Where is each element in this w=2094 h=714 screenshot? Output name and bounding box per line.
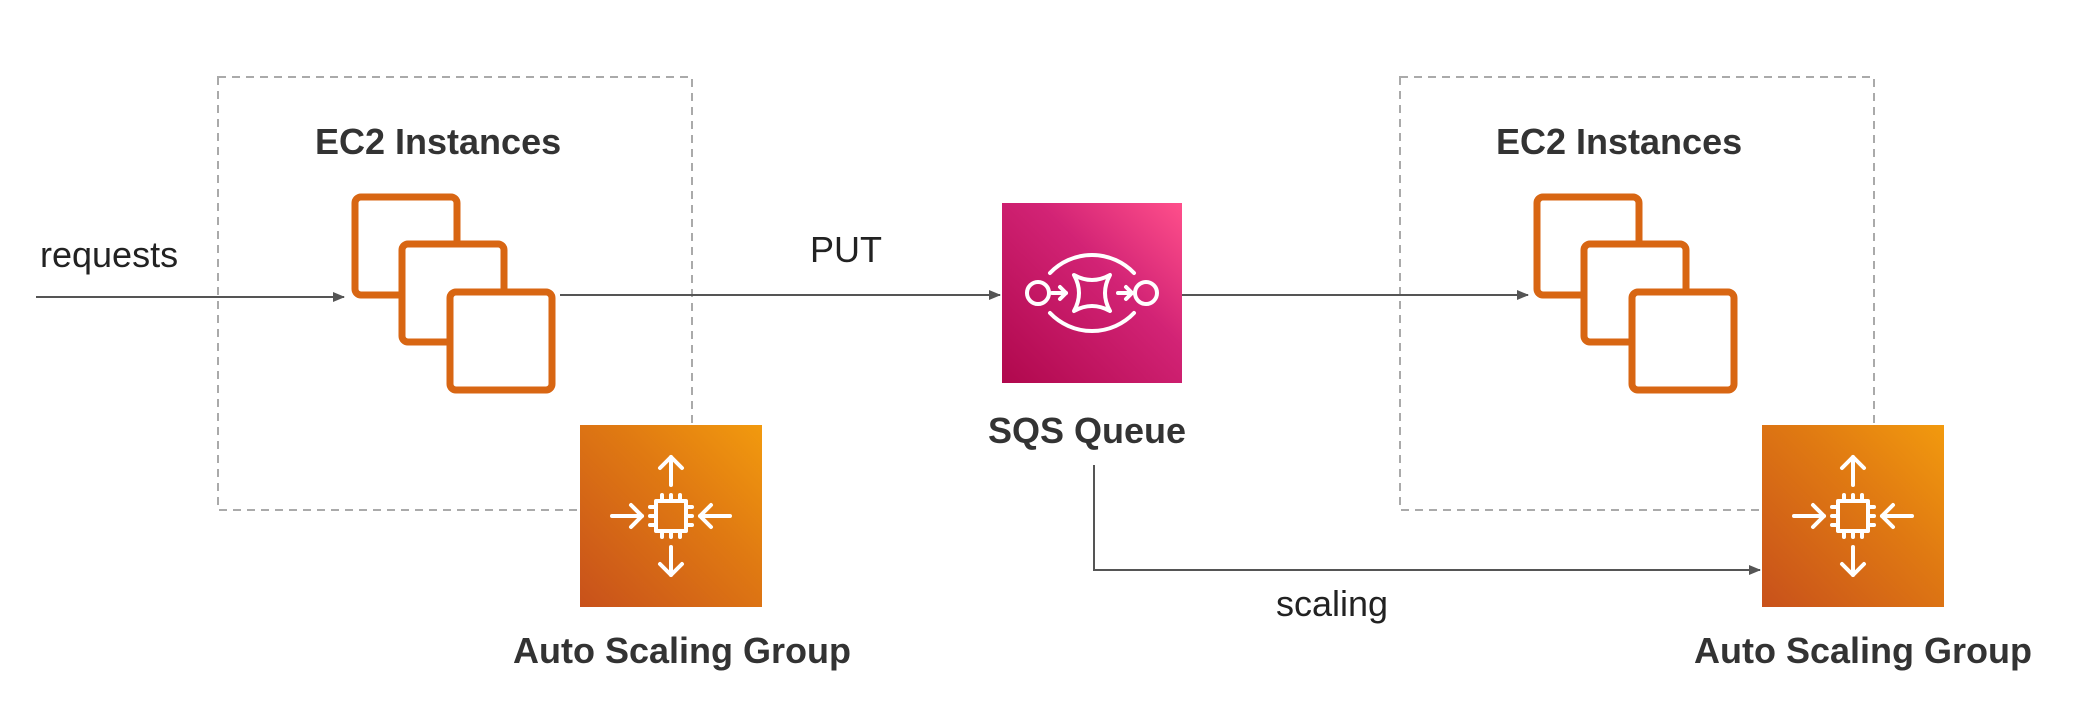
sqs-queue-label: SQS Queue: [988, 410, 1187, 451]
left-ec2-title: EC2 Instances: [315, 121, 562, 162]
right-group-box: [1399, 76, 1875, 511]
scaling-label: scaling: [1276, 583, 1389, 624]
sqs-queue-icon: [1025, 253, 1159, 333]
requests-label: requests: [40, 234, 179, 275]
sqs-queue-tile: [1002, 203, 1182, 383]
ec2-instances-icon: [351, 193, 556, 394]
right-auto-scaling-tile: [1762, 425, 1944, 607]
auto-scaling-icon: [610, 455, 732, 577]
ec2-instances-icon: [1533, 193, 1738, 394]
auto-scaling-icon: [1792, 455, 1914, 577]
left-auto-scaling-tile: [580, 425, 762, 607]
left-asg-label: Auto Scaling Group: [513, 630, 851, 671]
scaling-arrow: [1093, 465, 1761, 575]
right-asg-label: Auto Scaling Group: [1694, 630, 2032, 671]
left-group-box: [217, 76, 693, 511]
put-label: PUT: [810, 229, 882, 270]
right-ec2-title: EC2 Instances: [1496, 121, 1743, 162]
